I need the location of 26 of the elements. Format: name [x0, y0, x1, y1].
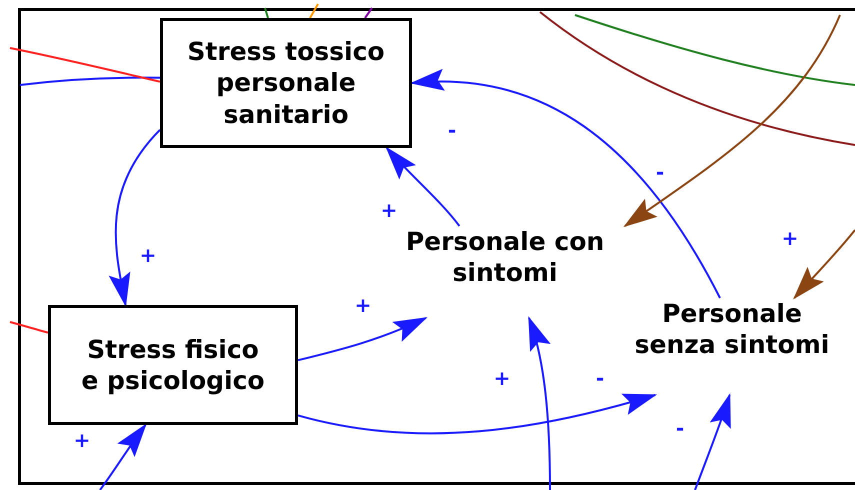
- polarity-sign: +: [140, 245, 156, 265]
- arrow: [528, 316, 551, 490]
- polarity-sign: +: [380, 200, 398, 220]
- variable-name: Personale con sintomi: [404, 226, 606, 288]
- arrow: [410, 70, 721, 298]
- polarity-sign: +: [354, 295, 372, 315]
- variable-box: [48, 305, 298, 425]
- arrow: [793, 229, 855, 300]
- arrow: [298, 393, 658, 434]
- polarity-sign: -: [596, 368, 604, 388]
- variable-name: Stress fisico e psicologico: [80, 334, 266, 396]
- polarity-sign: +: [74, 430, 90, 450]
- arrow: [298, 317, 428, 362]
- arrow: [385, 146, 460, 227]
- arrow: [694, 393, 731, 490]
- variable-box: [160, 18, 412, 148]
- arrow: [99, 423, 147, 490]
- variable-name: Personale senza sintomi: [634, 298, 830, 360]
- variable-name: Stress tossico personale sanitario: [186, 36, 386, 130]
- polarity-sign: -: [448, 120, 456, 140]
- polarity-sign: +: [782, 228, 798, 248]
- polarity-sign: -: [656, 162, 664, 182]
- arrow: [108, 129, 161, 307]
- polarity-sign: +: [494, 368, 510, 388]
- polarity-sign: -: [676, 418, 684, 438]
- arrow: [623, 14, 841, 228]
